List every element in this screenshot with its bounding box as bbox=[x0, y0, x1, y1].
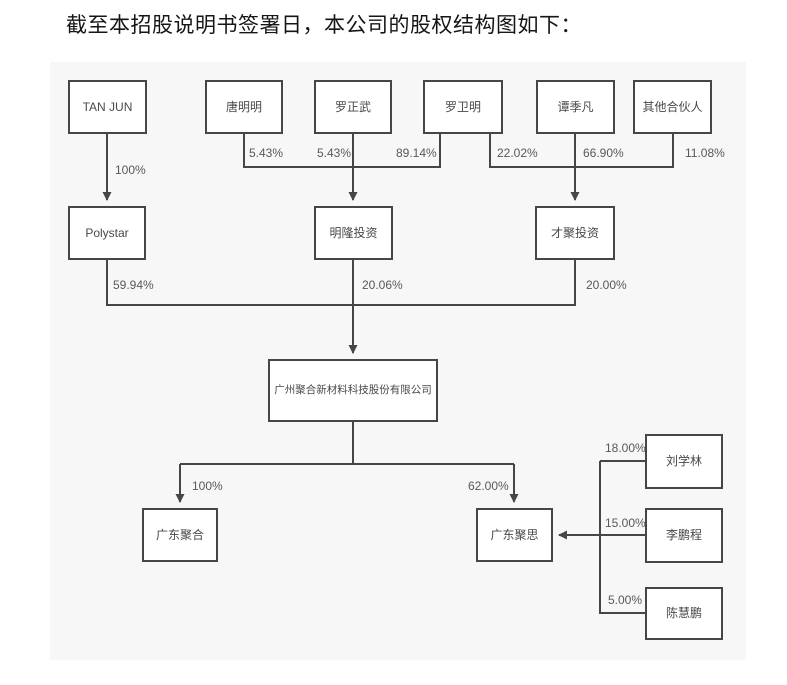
node-gd-jusi: 广东聚思 bbox=[476, 508, 553, 562]
pct-caiju-main: 20.00% bbox=[586, 278, 627, 292]
pct-main-gdjuhe: 100% bbox=[192, 479, 223, 493]
node-liuxuelin: 刘学林 bbox=[645, 434, 723, 489]
pct-minglong-main: 20.06% bbox=[362, 278, 403, 292]
node-gd-juhe: 广东聚合 bbox=[142, 508, 218, 562]
node-luoweiming: 罗卫明 bbox=[423, 80, 503, 134]
node-tan-jun: TAN JUN bbox=[68, 80, 147, 134]
pct-polystar-main: 59.94% bbox=[113, 278, 154, 292]
node-minglong: 明隆投资 bbox=[314, 206, 393, 260]
node-lipengcheng: 李鹏程 bbox=[645, 508, 723, 563]
equity-structure-diagram: TAN JUN 唐明明 罗正武 罗卫明 谭季凡 其他合伙人 Polystar 明… bbox=[50, 62, 746, 660]
pct-luozw-minglong: 5.43% bbox=[317, 146, 352, 160]
pct-tanjun-polystar: 100% bbox=[115, 163, 146, 177]
pct-tanjf-caiju: 66.90% bbox=[583, 146, 624, 160]
pct-others-caiju: 11.08% bbox=[685, 146, 725, 160]
pct-luowm-minglong: 89.14% bbox=[396, 146, 437, 160]
pct-liu-gdjusi: 18.00% bbox=[605, 441, 646, 455]
node-tanjifan: 谭季凡 bbox=[536, 80, 615, 134]
node-main-company: 广州聚合新材料科技股份有限公司 bbox=[268, 359, 438, 422]
page-title: 截至本招股说明书签署日，本公司的股权结构图如下： bbox=[66, 13, 582, 37]
connector-lines bbox=[102, 134, 674, 614]
pct-tang-minglong: 5.43% bbox=[249, 146, 284, 160]
node-polystar: Polystar bbox=[68, 206, 146, 260]
pct-luowm-caiju: 22.02% bbox=[497, 146, 538, 160]
node-chenhuipeng: 陈慧鹏 bbox=[645, 587, 723, 640]
node-tangmingming: 唐明明 bbox=[205, 80, 283, 134]
pct-li-gdjusi: 15.00% bbox=[605, 516, 646, 530]
pct-chen-gdjusi: 5.00% bbox=[608, 593, 643, 607]
node-other-partners: 其他合伙人 bbox=[633, 80, 712, 134]
pct-main-gdjusi: 62.00% bbox=[468, 479, 509, 493]
node-luozhengwu: 罗正武 bbox=[314, 80, 392, 134]
node-caiju: 才聚投资 bbox=[535, 206, 615, 260]
